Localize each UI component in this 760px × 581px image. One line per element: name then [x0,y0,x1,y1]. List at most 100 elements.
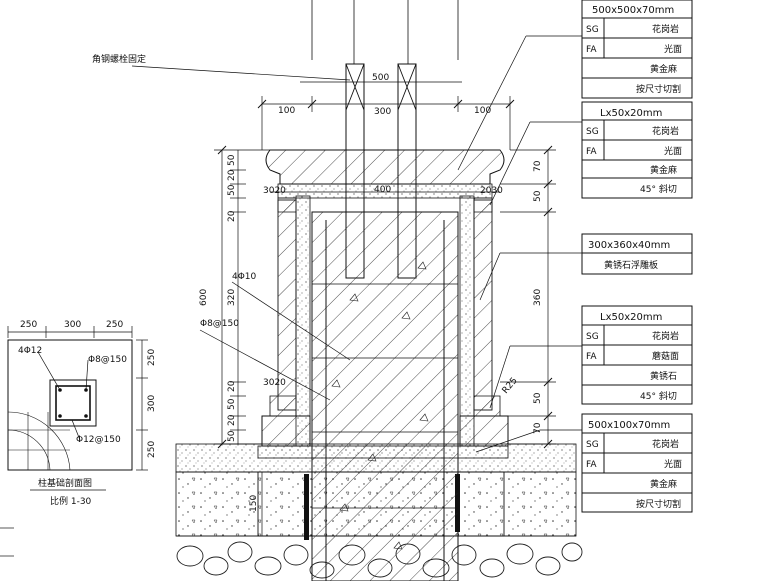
base-stone-right [459,415,509,447]
plan-detail: 250 300 250 250 300 250 4Φ12 Φ8@150 Φ12@… [0,320,157,557]
top-trim-right [473,197,493,213]
callout-cap: 500x500x70mm SG 花岗岩 FA 光面 黄金麻 按尺寸切割 [581,0,693,99]
plan-rebar-a: 4Φ12 [18,346,42,356]
dim-300: 300 [374,107,391,117]
footing-edge-left [304,474,309,540]
rebar-label-2: Φ8@150 [200,319,239,329]
dim-stack-7: 20 [227,414,237,426]
base-row1-val: 光面 [664,458,682,470]
plan-top-dim-0: 250 [20,320,37,330]
bolt-callout: 角钢螺栓固定 [92,53,146,65]
bottom-trim-row1-val: 蘑菇面 [652,350,679,362]
plan-right-dim-1: 300 [147,395,157,412]
dim-400: 400 [374,185,391,195]
dim-3020-bottom: 3020 [263,378,286,388]
plan-scale: 比例 1-30 [50,495,92,507]
bottom-trim-row0-code: SG [586,332,599,342]
cap-row0-code: SG [586,25,599,35]
cap-row0-val: 花岗岩 [652,23,679,35]
bottom-trim-right [473,395,501,417]
callout-panel: 300x360x40mm 黄锈石浮雕板 [581,233,693,275]
cap-row1-code: FA [586,45,597,55]
top-trim-row0-val: 花岗岩 [652,125,679,137]
base-row0-code: SG [586,440,599,450]
callout-bottom-trim: Lx50x20mm SG 花岗岩 FA 蘑菇面 黄锈石 45° 斜切 [581,305,693,405]
dimension-lines [214,81,556,536]
dim-stack-2: 50 [227,184,237,196]
dim-right-50a: 50 [533,190,543,202]
cap-mortar [277,183,493,199]
concrete-core [311,211,459,581]
dim-stack-5: 20 [227,380,237,392]
rebar-leaders [199,281,351,401]
dim-500: 500 [372,73,389,83]
dim-stack-1: 20 [227,169,237,181]
top-trim-row1-val: 光面 [664,145,682,157]
plan-top-dim-2: 250 [106,320,123,330]
mortar-left [295,195,311,447]
base-size: 500x100x70mm [588,420,670,431]
bottom-trim-left [269,395,297,417]
plan-column [49,379,97,427]
plan-top-dim-1: 300 [64,320,81,330]
dim-right-70b: 70 [533,422,543,434]
callout-top-trim: Lx50x20mm SG 花岗岩 FA 光面 黄金麻 45° 斜切 [581,101,693,199]
base-mortar [257,445,509,459]
dim-600: 600 [199,289,209,306]
cap-row2-val: 黄金麻 [650,63,677,75]
dim-2030: 2030 [480,186,503,196]
cap-stone [265,149,505,185]
bottom-trim-size: Lx50x20mm [600,312,662,323]
top-trim-left [277,197,297,213]
top-trim-row3-val: 45° 斜切 [640,183,677,195]
core-cross-lines [312,283,458,509]
bolt-cross [345,63,417,111]
dim-100-right: 100 [474,106,491,116]
plan-title: 柱基础剖面图 [38,477,92,489]
base-row2-val: 黄金麻 [650,478,677,490]
dim-150: 150 [249,495,259,512]
top-trim-row2-val: 黄金麻 [650,164,677,176]
dim-right-360: 360 [533,289,543,306]
bottom-trim-row3-val: 45° 斜切 [640,390,677,402]
dim-stack-8: 50 [227,430,237,442]
leader-lines [131,35,582,453]
dim-100-left: 100 [278,106,295,116]
dim-stack-6: 50 [227,398,237,410]
dim-3020-top: 3020 [263,186,286,196]
main-section: 500 100 300 100 3020 400 2030 3020 600 3… [175,0,583,581]
plan-right-dim-2: 250 [147,441,157,458]
base-row0-val: 花岗岩 [652,438,679,450]
plan-rebar-c: Φ12@150 [76,435,121,445]
base-row3-val: 按尺寸切割 [636,498,681,510]
plan-right-dim-0: 250 [147,349,157,366]
plan-rebar-b: Φ8@150 [88,355,127,365]
dimension-ticks [217,99,553,449]
cladding-right [473,199,493,411]
left-stack-dims: 50 20 50 20 20 50 20 50 [227,154,237,442]
mortar-right [459,195,475,447]
dim-320: 320 [227,289,237,306]
core-triangles [331,261,429,550]
bottom-trim-row0-val: 花岗岩 [652,330,679,342]
panel-size: 300x360x40mm [588,240,670,251]
rebar-label-1: 4Φ10 [232,272,257,282]
dim-stack-3: 20 [227,210,237,222]
panel-name: 黄锈石浮雕板 [604,259,658,271]
dim-right-70a: 70 [533,160,543,172]
bottom-trim-row1-code: FA [586,352,597,362]
base-stone-left [261,415,311,447]
plan-column-inner [55,385,91,421]
top-trim-size: Lx50x20mm [600,108,662,119]
cap-size: 500x500x70mm [592,5,674,16]
cap-row1-val: 光面 [664,43,682,55]
bottom-trim-row2-val: 黄锈石 [650,370,677,382]
top-trim-row0-code: SG [586,127,599,137]
cap-row3-val: 按尺寸切割 [636,83,681,95]
top-trim-row1-code: FA [586,147,597,157]
dim-r25: R25 [501,376,520,396]
dim-right-50b: 50 [533,392,543,404]
dim-stack-0: 50 [227,154,237,166]
plan-grid [7,411,71,471]
